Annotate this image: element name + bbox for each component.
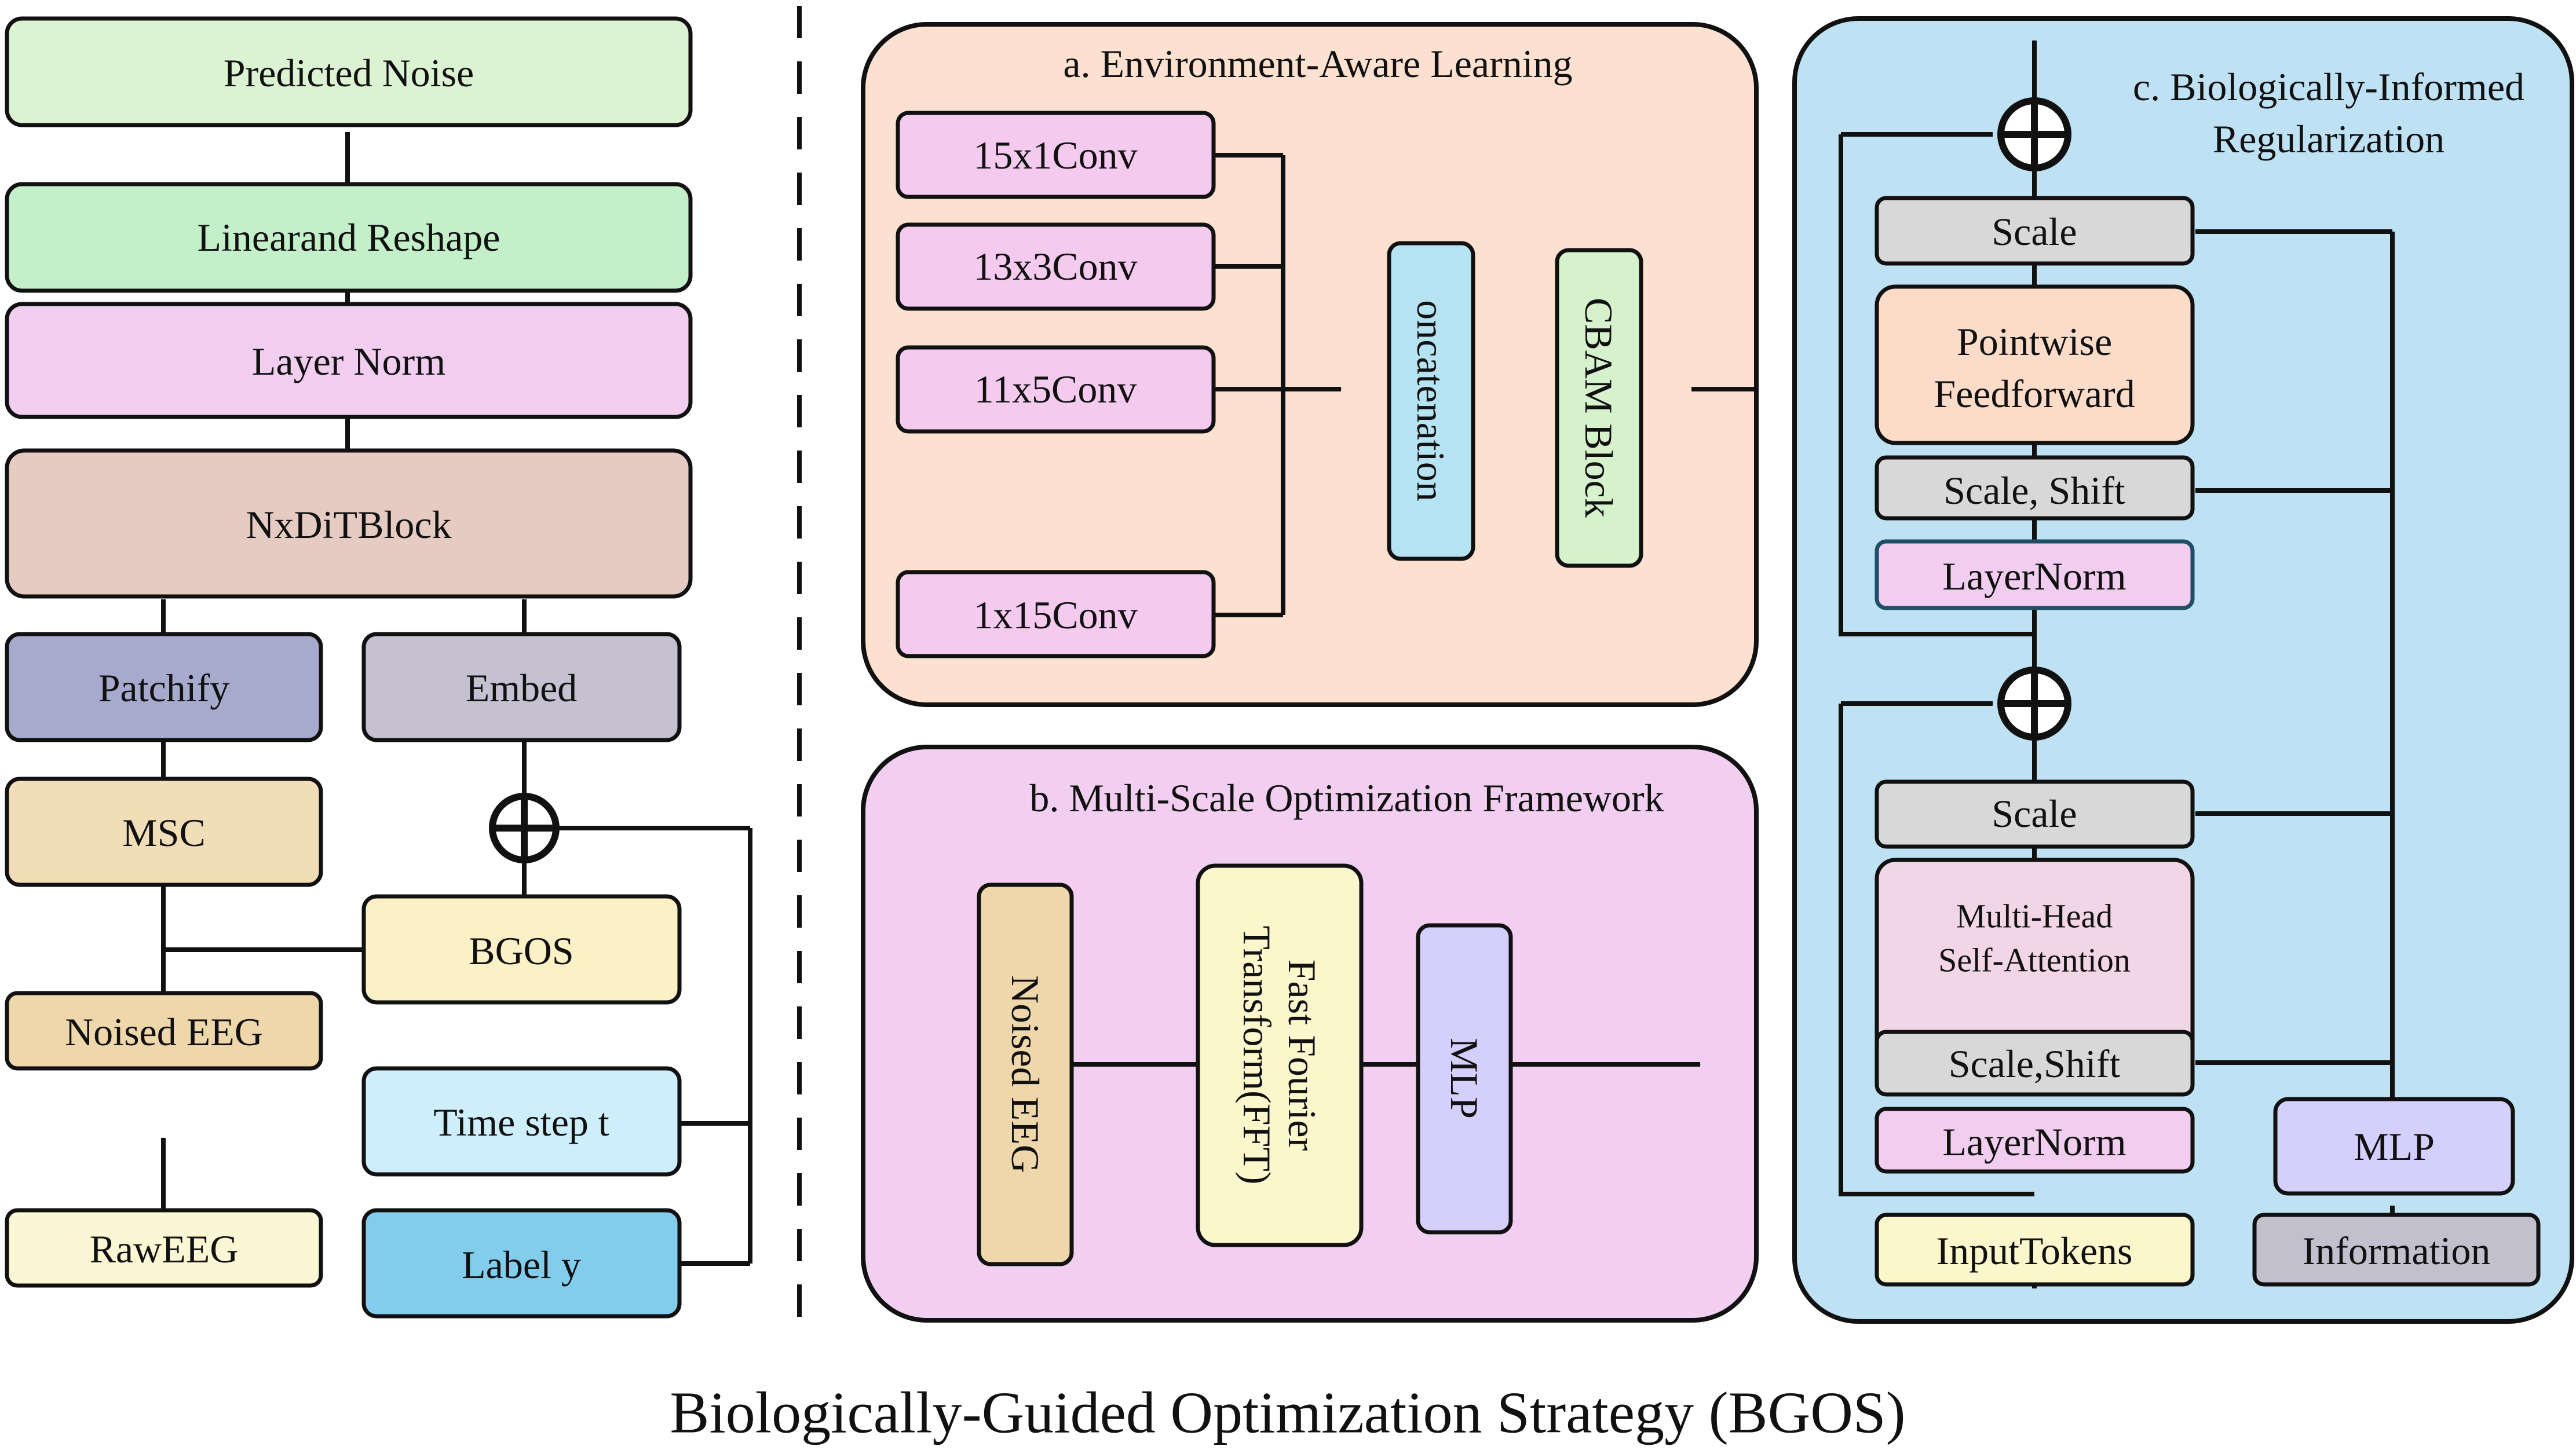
fft-box <box>1196 863 1364 1247</box>
scale-top-box <box>1875 196 2195 266</box>
layernorm-top-box <box>1875 539 2195 610</box>
panel-b-title: b. Multi-Scale Optimization Framework <box>1029 776 1664 820</box>
patchify-box <box>5 632 323 742</box>
bgos-label: BGOS <box>469 929 573 973</box>
mhsa-label-line2: Self-Attention <box>1938 942 2131 979</box>
scale-shift-bottom-box <box>1875 1030 2195 1097</box>
input-tokens-box <box>1875 1213 2195 1287</box>
conv-13x3-label: 13x3Conv <box>973 244 1137 288</box>
mlp-c-box <box>2273 1097 2515 1196</box>
layer-norm-box <box>5 302 693 419</box>
time-step-box <box>361 1066 682 1177</box>
layernorm-top-label: LayerNorm <box>1942 554 2126 598</box>
msc-label: MSC <box>122 811 206 855</box>
panel-a-connectors <box>1214 153 1285 617</box>
plus-circle-top <box>1997 97 2071 171</box>
conv-1x15-box <box>896 570 1216 658</box>
figure-caption: Biologically-Guided Optimization Strateg… <box>670 1381 1905 1446</box>
panel-c-title-line1: c. Biologically-Informed <box>2133 65 2524 109</box>
ffn-label-line2: Feedforward <box>1934 372 2135 416</box>
concatenation-box <box>1387 241 1475 561</box>
layernorm-bottom-box <box>1875 1107 2195 1174</box>
conv-13x3-box <box>896 222 1216 311</box>
left-boxes <box>5 16 693 1319</box>
noised-eeg-box <box>5 991 323 1071</box>
conv-1x15-label: 1x15Conv <box>973 593 1137 637</box>
fft-label-line2: Transform(FFT) <box>1235 925 1279 1184</box>
concatenation-label: oncatenation <box>1409 300 1453 501</box>
fft-label-line1: Fast Fourier <box>1280 960 1324 1151</box>
raw-eeg-label: RawEEG <box>90 1227 239 1271</box>
mlp-c-label: MLP <box>2354 1125 2435 1169</box>
embed-label: Embed <box>466 666 578 710</box>
plus-circle-middle <box>1997 667 2071 741</box>
embed-box <box>361 632 682 742</box>
scale-top-label: Scale <box>1992 210 2077 254</box>
predicted-noise-label: Predicted Noise <box>224 51 474 95</box>
dit-block-box <box>5 448 693 599</box>
panel-a-title: a. Environment-Aware Learning <box>1063 42 1572 86</box>
scale-bottom-label: Scale <box>1992 792 2077 836</box>
raw-eeg-box <box>5 1208 323 1288</box>
conv-11x5-box <box>896 345 1216 434</box>
information-box <box>2252 1213 2541 1287</box>
plus-circle-left <box>489 793 560 863</box>
linear-reshape-label: Linearand Reshape <box>198 215 500 259</box>
panel-c-title-line2: Regularization <box>2213 117 2445 161</box>
mhsa-label-line1: Multi-Head <box>1956 898 2113 935</box>
scale-shift-bottom-label: Scale,Shift <box>1949 1042 2121 1086</box>
left-flow <box>161 175 752 1266</box>
conv-15x1-label: 15x1Conv <box>973 133 1137 177</box>
label-y-box <box>361 1208 682 1319</box>
cbam-block-box <box>1555 248 1643 568</box>
noised-eeg-b-label: Noised EEG <box>1003 975 1047 1173</box>
cbam-block-label: CBAM Block <box>1577 298 1621 518</box>
label-y-label: Label y <box>462 1243 581 1287</box>
noised-eeg-b-box <box>977 883 1074 1266</box>
linear-reshape-box <box>5 182 693 293</box>
panel-c-connectors <box>1839 134 2395 1288</box>
msc-box <box>5 777 323 887</box>
pointwise-ffn-box <box>1875 284 2195 445</box>
conv-11x5-label: 11x5Conv <box>974 367 1137 411</box>
dit-block-label: NxDiTBlock <box>246 503 451 547</box>
conv-15x1-box <box>896 111 1216 199</box>
ffn-label-line1: Pointwise <box>1957 320 2112 364</box>
predicted-noise-box <box>5 16 693 127</box>
scale-shift-top-box <box>1875 455 2195 521</box>
scale-shift-top-label: Scale, Shift <box>1943 468 2125 512</box>
bgos-box <box>361 894 682 1005</box>
layer-norm-label: Layer Norm <box>252 339 445 383</box>
time-step-label: Time step t <box>433 1100 609 1144</box>
layernorm-bottom-label: LayerNorm <box>1942 1120 2126 1164</box>
noised-eeg-label: Noised EEG <box>65 1010 263 1054</box>
mlp-b-label: MLP <box>1442 1038 1486 1119</box>
input-tokens-label: InputTokens <box>1936 1229 2133 1273</box>
patchify-label: Patchify <box>98 666 230 710</box>
information-label: Information <box>2303 1229 2491 1273</box>
mlp-b-box <box>1416 923 1513 1235</box>
scale-bottom-box <box>1875 779 2195 849</box>
